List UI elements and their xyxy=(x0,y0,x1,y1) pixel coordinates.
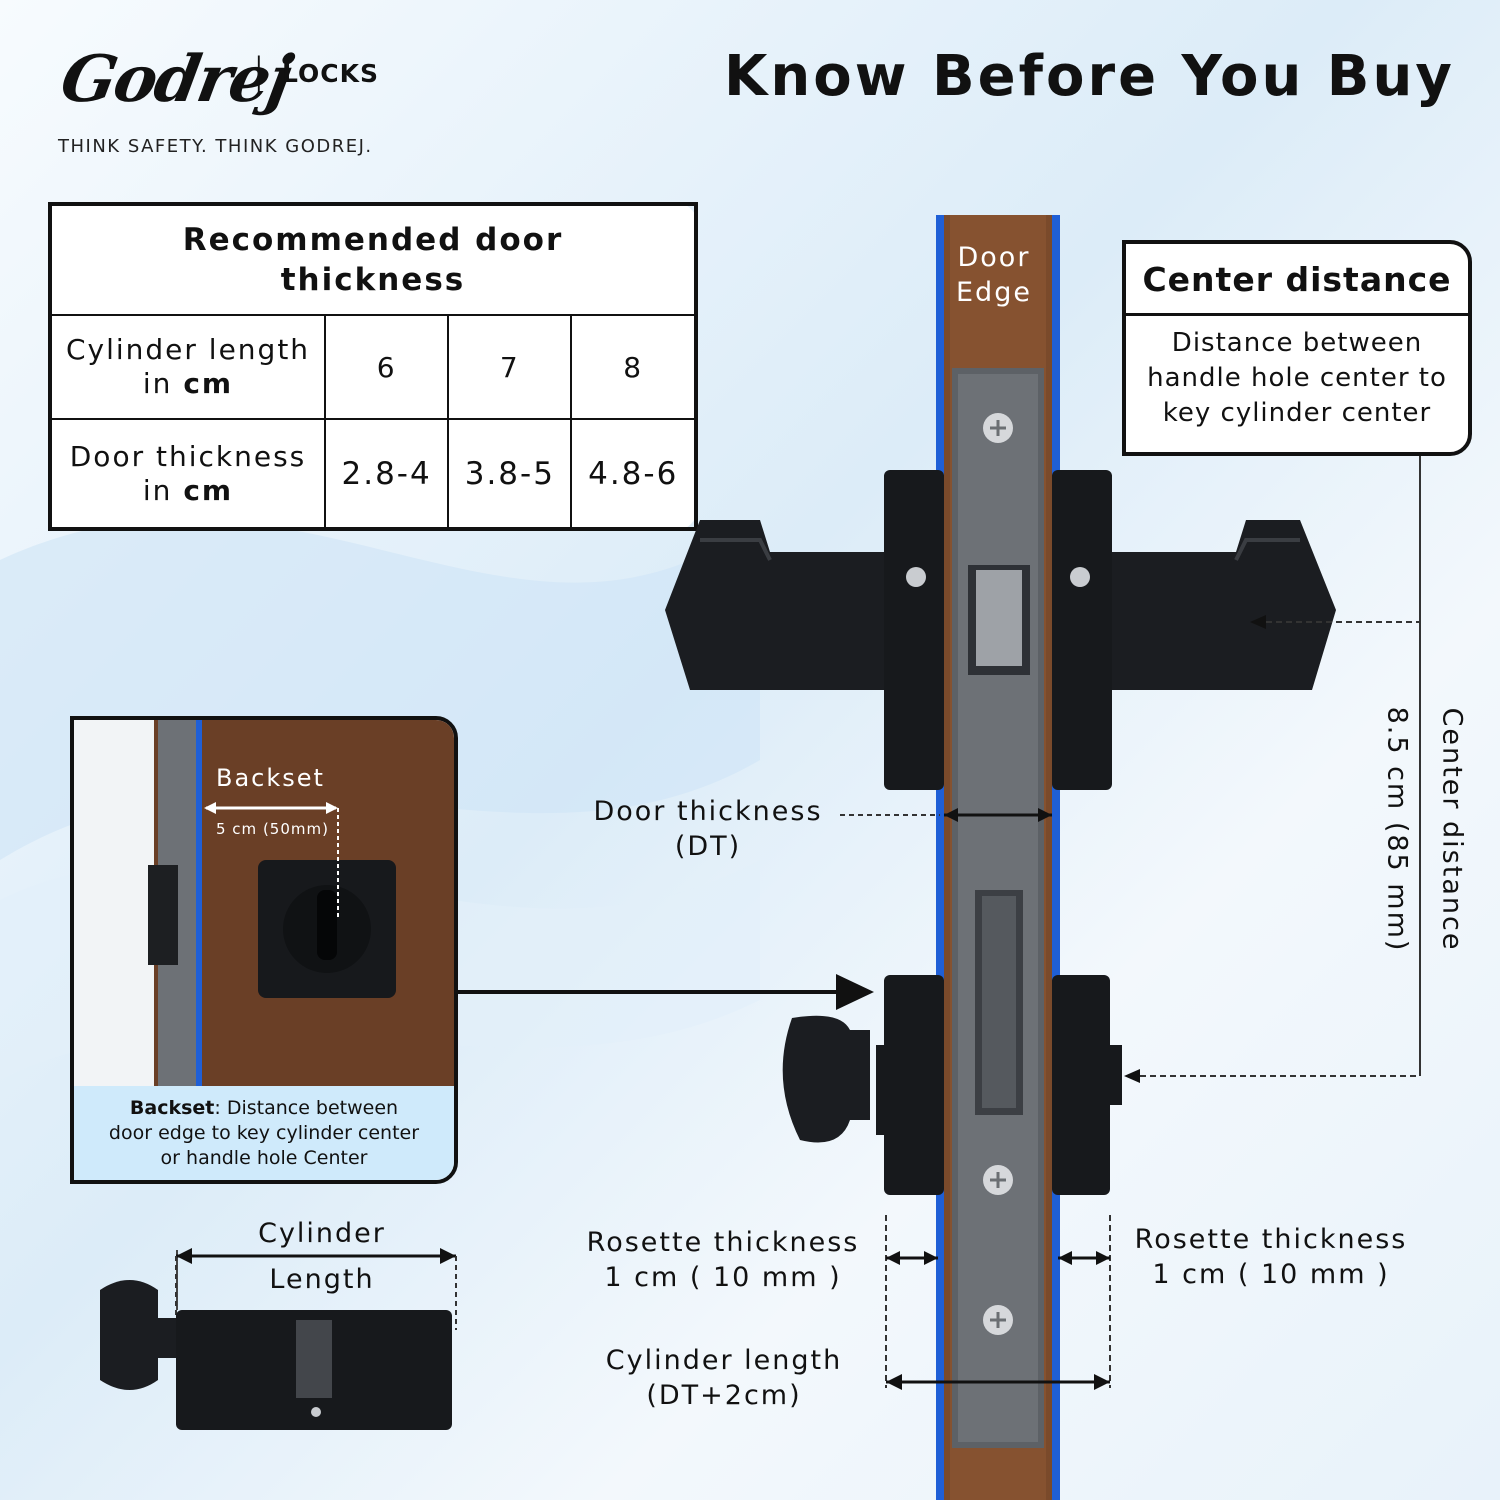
backset-caption-text: : Distance between xyxy=(214,1097,399,1119)
handle-left xyxy=(665,520,884,690)
door-thickness-cell: 2.8-4 xyxy=(323,418,450,530)
table-heading: Recommended door thickness xyxy=(49,203,697,316)
backset-measure: 5 cm (50mm) xyxy=(216,820,329,838)
door-edge-line1: Door xyxy=(957,242,1031,273)
table-heading-line2: thickness xyxy=(280,262,466,298)
door-thickness-line2: (DT) xyxy=(674,831,742,862)
rosette-thickness-left: Rosette thickness 1 cm ( 10 mm ) xyxy=(578,1225,868,1295)
backset-illustration xyxy=(74,720,454,1086)
cylinder-length-cell: 7 xyxy=(447,314,573,420)
center-distance-title: Center distance xyxy=(1126,244,1468,316)
cylinder-label-line1: Cylinder xyxy=(258,1218,386,1249)
row-label-prefix: in xyxy=(142,473,184,507)
inset-pointer-arrow xyxy=(836,974,874,1010)
center-distance-value: 8.5 cm (85 mm) xyxy=(1381,706,1413,953)
backset-inset: Backset 5 cm (50mm) Backset: Distance be… xyxy=(70,716,458,1184)
row-label-text: Cylinder length xyxy=(65,333,311,366)
rosette-left-line2: 1 cm ( 10 mm ) xyxy=(604,1262,842,1293)
handle-right xyxy=(1112,520,1336,690)
center-distance-desc-line: Distance between xyxy=(1171,328,1423,358)
cylinder-length-formula: Cylinder length (DT+2cm) xyxy=(594,1343,854,1413)
cylinder-thumb-turn xyxy=(100,1280,158,1390)
door-thickness-label: Door thickness (DT) xyxy=(588,794,828,864)
page-title: Know Before You Buy xyxy=(724,44,1455,109)
lower-rosette-left xyxy=(884,975,944,1195)
center-distance-desc-line: key cylinder center xyxy=(1162,398,1432,428)
lower-rosette-right xyxy=(1052,975,1110,1195)
center-distance-box: Center distance Distance between handle … xyxy=(1122,240,1472,456)
door-edge-left-line xyxy=(936,215,944,1500)
rosette-left-line1: Rosette thickness xyxy=(586,1227,860,1258)
rosette-thickness-right: Rosette thickness 1 cm ( 10 mm ) xyxy=(1126,1222,1416,1292)
door-thickness-line1: Door thickness xyxy=(593,796,823,827)
center-distance-vertical-label: Center distance xyxy=(1436,707,1468,952)
backset-caption-line: door edge to key cylinder center xyxy=(108,1122,420,1144)
table-heading-line1: Recommended door xyxy=(182,222,564,258)
brand-separator: | xyxy=(252,50,266,96)
door-thickness-cell: 4.8-6 xyxy=(570,418,697,530)
rosette-right-line2: 1 cm ( 10 mm ) xyxy=(1152,1259,1390,1290)
center-distance-description: Distance between handle hole center to k… xyxy=(1126,316,1468,431)
brand-tagline: THINK SAFETY. THINK GODREJ. xyxy=(58,136,373,157)
row-label-cylinder: Cylinder length in cm xyxy=(49,314,326,420)
row-label-door-thickness: Door thickness in cm xyxy=(49,418,326,530)
door-edge-right-line xyxy=(1052,215,1060,1500)
recommended-thickness-table: Recommended door thickness Cylinder leng… xyxy=(48,202,698,531)
backset-label: Backset xyxy=(216,764,325,792)
row-label-unit: cm xyxy=(183,473,234,507)
door-thickness-cell: 3.8-5 xyxy=(447,418,573,530)
cylinder-length-cell: 8 xyxy=(570,314,697,420)
row-label-text: Door thickness xyxy=(69,439,307,473)
upper-rosette-right xyxy=(1052,470,1112,790)
door-edge-label: Door Edge xyxy=(956,240,1032,310)
rosette-right-line1: Rosette thickness xyxy=(1134,1224,1408,1255)
brand-division: LOCKS xyxy=(282,59,380,88)
center-distance-desc-line: handle hole center to xyxy=(1147,363,1447,393)
row-label-prefix: in xyxy=(142,367,184,400)
upper-rosette-left xyxy=(884,470,944,790)
door-edge-line2: Edge xyxy=(956,277,1032,308)
cylinder-length-formula-line1: Cylinder length xyxy=(605,1345,843,1376)
backset-caption-line: or handle hole Center xyxy=(160,1147,368,1169)
cylinder-label-line2: Length xyxy=(269,1264,375,1295)
backset-caption-bold: Backset xyxy=(129,1097,215,1119)
cylinder-length-cell: 6 xyxy=(323,314,450,420)
row-label-unit: cm xyxy=(183,367,234,400)
thumb-turn xyxy=(782,1015,870,1143)
cylinder-length-formula-line2: (DT+2cm) xyxy=(646,1380,802,1411)
backset-caption: Backset: Distance between door edge to k… xyxy=(74,1086,454,1180)
